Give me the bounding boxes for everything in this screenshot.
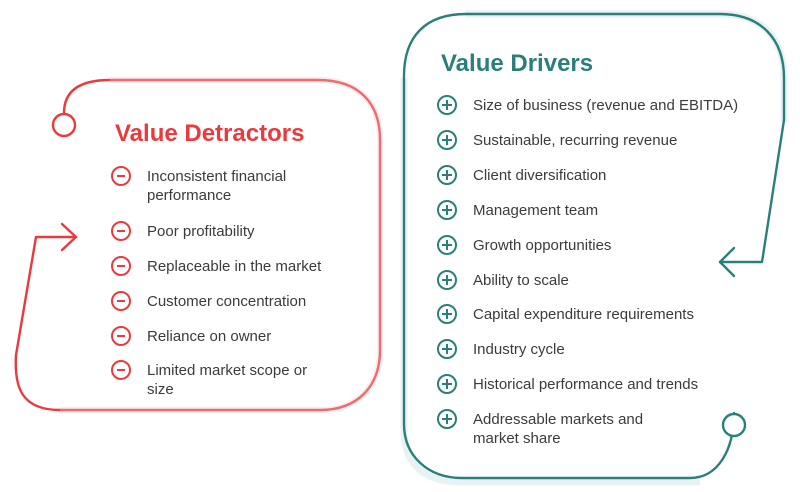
minus-circle-icon [111, 166, 131, 186]
plus-circle-icon [437, 200, 457, 220]
detractors-frame-shadow [60, 77, 383, 413]
detractors-start-circle [51, 112, 77, 138]
driver-item-label: Historical performance and trends [473, 376, 699, 393]
detractor-item-label: Poor profitability [147, 223, 255, 240]
detractor-item-label: Customer concentration [147, 293, 307, 310]
drivers-end-circle [721, 412, 747, 438]
drivers-arrowhead [718, 246, 736, 278]
drivers-frame [402, 12, 786, 480]
minus-circle-icon [111, 360, 131, 380]
plus-circle-icon [437, 374, 457, 394]
detractors-arrowhead [60, 222, 78, 252]
plus-circle-icon [437, 304, 457, 324]
driver-item-label: Client diversification [473, 167, 607, 184]
drivers-loop-line [402, 12, 786, 480]
detractors-loop-line [14, 78, 382, 412]
driver-item-label: Growth opportunities [473, 237, 612, 254]
detractors-frame [14, 78, 382, 412]
driver-item-label: Size of business (revenue and EBITDA) [473, 97, 739, 114]
driver-item-label: Management team [473, 202, 599, 219]
detractor-item-label: Replaceable in the market [147, 258, 322, 275]
plus-circle-icon [437, 270, 457, 290]
minus-circle-icon [111, 256, 131, 276]
driver-item-label: Capital expenditure requirements [473, 306, 694, 323]
detractors-title: Value Detractors [115, 120, 305, 147]
plus-circle-icon [437, 339, 457, 359]
detractor-item-label: Limited market scope or size [147, 362, 308, 398]
driver-item-label: Addressable markets and market share [473, 411, 644, 447]
minus-circle-icon [111, 291, 131, 311]
detractor-item-label: Inconsistent financial performance [147, 168, 287, 204]
drivers-title: Value Drivers [441, 50, 594, 77]
driver-item-label: Ability to scale [473, 272, 569, 289]
plus-circle-icon [437, 409, 457, 429]
driver-item-label: Industry cycle [473, 341, 565, 358]
driver-item-label: Sustainable, recurring revenue [473, 132, 678, 149]
minus-circle-icon [111, 326, 131, 346]
plus-circle-icon [437, 235, 457, 255]
detractor-item-label: Reliance on owner [147, 328, 272, 345]
plus-circle-icon [437, 95, 457, 115]
plus-circle-icon [437, 165, 457, 185]
minus-circle-icon [111, 221, 131, 241]
plus-circle-icon [437, 130, 457, 150]
